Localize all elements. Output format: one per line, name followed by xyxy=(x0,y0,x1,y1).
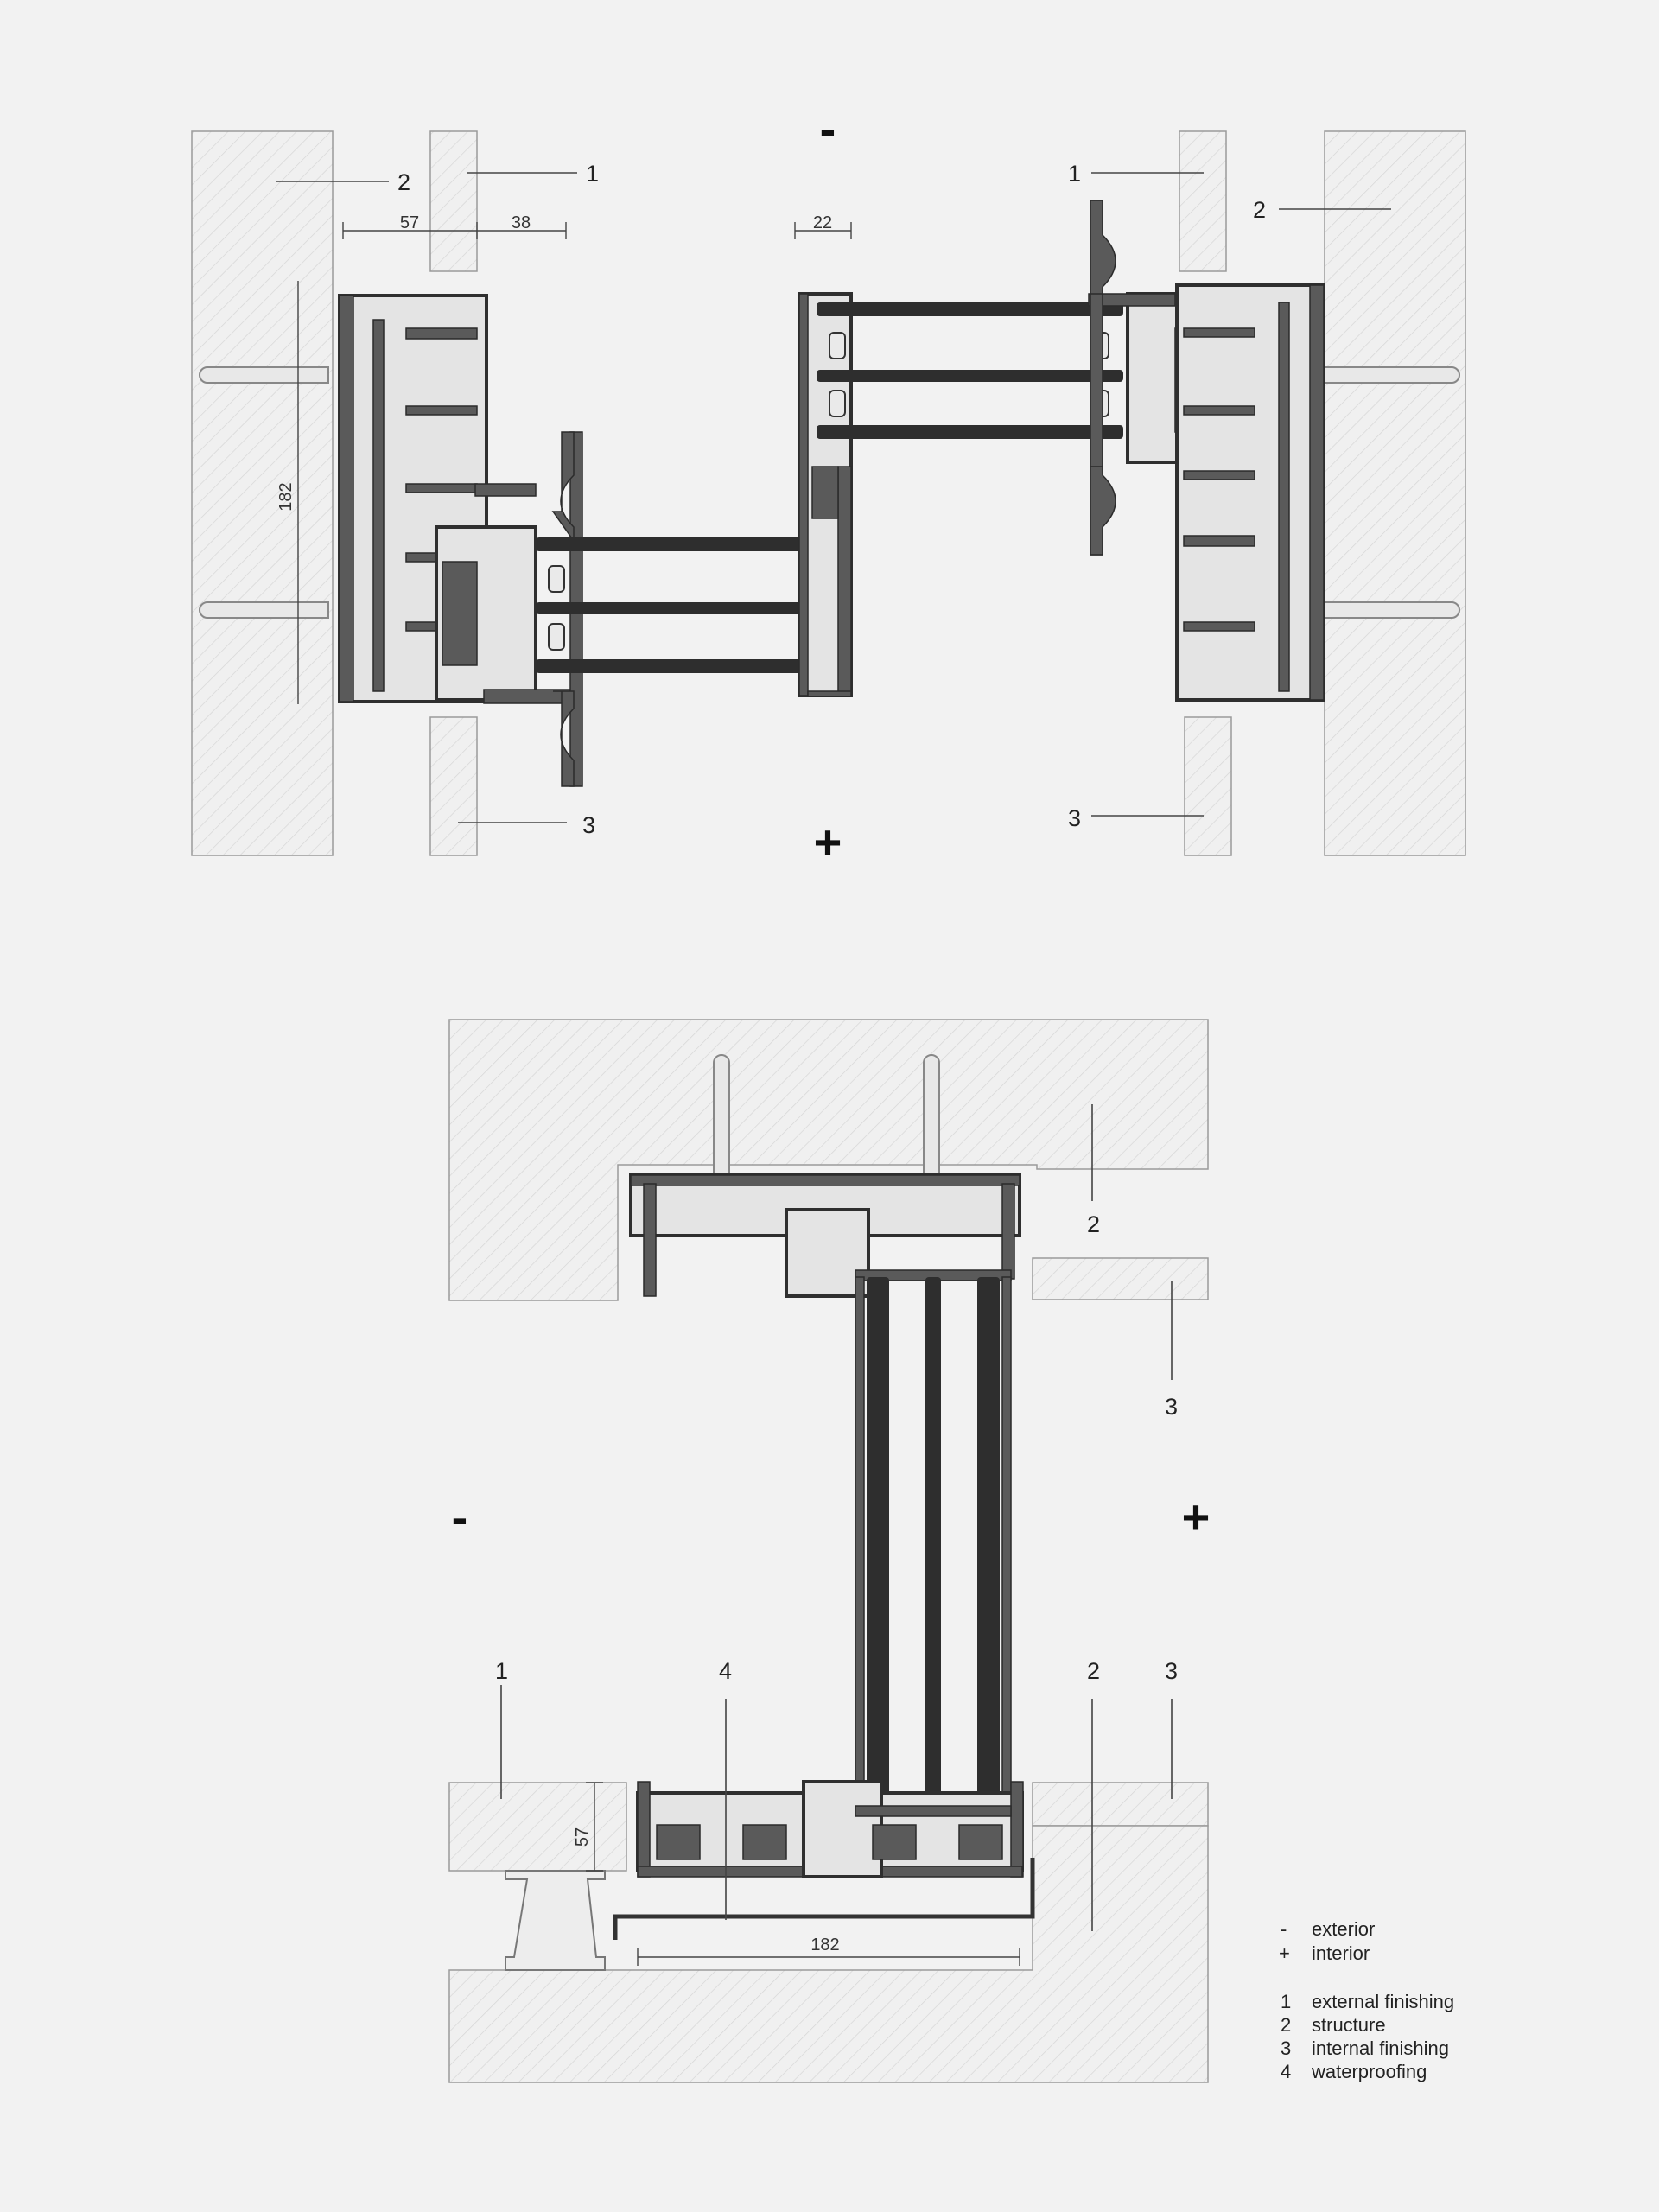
right-frame-profile xyxy=(1175,283,1325,702)
sill-frame-profile xyxy=(636,1780,1024,1878)
top-exterior-sign: - xyxy=(820,101,836,156)
bottom-label-3-sill: 3 xyxy=(1165,1658,1178,1684)
sill-external-finishing xyxy=(448,1782,627,1872)
left-structure-wall xyxy=(191,130,334,856)
top-label-3-left: 3 xyxy=(582,812,595,838)
legend-text-exterior: exterior xyxy=(1312,1918,1375,1940)
legend-text-3: internal finishing xyxy=(1312,2037,1449,2059)
vertical-triple-glazing xyxy=(855,1276,1012,1814)
right-interior-trim-lower xyxy=(1090,466,1116,556)
left-internal-finishing xyxy=(429,716,478,856)
head-frame-profile xyxy=(629,1173,1021,1298)
legend-key-3: 3 xyxy=(1281,2037,1291,2059)
dim-22-top: 22 xyxy=(813,213,832,232)
sill-support-bracket xyxy=(505,1870,606,1971)
right-external-finishing xyxy=(1179,130,1227,272)
dim-57-top: 57 xyxy=(400,213,419,232)
sill-internal-finishing xyxy=(1032,1782,1209,1827)
left-external-finishing xyxy=(429,130,478,272)
left-interior-trim xyxy=(551,431,575,543)
head-anchor-bolts xyxy=(713,1054,940,1176)
dim-38-top: 38 xyxy=(512,213,531,232)
legend-key-interior: + xyxy=(1279,1942,1290,1964)
right-internal-finishing xyxy=(1184,716,1232,856)
bottom-interior-sign: + xyxy=(1182,1490,1211,1544)
top-label-1-right: 1 xyxy=(1068,161,1081,187)
bottom-label-1-sill: 1 xyxy=(495,1658,508,1684)
top-horizontal-section: 57 38 22 182 1 2 3 1 2 3 - + xyxy=(191,101,1466,869)
legend-key-exterior: - xyxy=(1281,1918,1287,1940)
top-label-2-right: 2 xyxy=(1253,197,1266,223)
sill-structure-wall xyxy=(448,1825,1209,2083)
dim-182-top: 182 xyxy=(276,482,296,511)
top-label-3-right: 3 xyxy=(1068,805,1081,831)
bottom-label-2-sill: 2 xyxy=(1087,1658,1100,1684)
head-structure-wall xyxy=(448,1019,1209,1301)
waterproofing-membrane xyxy=(613,1858,1035,1940)
left-sash-profile xyxy=(435,431,583,787)
bottom-dimension-lines xyxy=(586,1782,1020,1966)
bottom-label-2-head: 2 xyxy=(1087,1211,1100,1237)
bottom-label-4-sill: 4 xyxy=(719,1658,732,1684)
top-label-1-left: 1 xyxy=(586,161,599,187)
legend-key-4: 4 xyxy=(1281,2061,1291,2082)
left-triple-glazing xyxy=(536,537,830,673)
top-label-2-left: 2 xyxy=(397,169,410,195)
bottom-vertical-section: 57 182 2 3 1 4 2 3 - + xyxy=(448,1019,1211,2083)
top-leader-lines xyxy=(276,172,1391,823)
bottom-exterior-sign: - xyxy=(452,1490,468,1544)
right-interior-trim xyxy=(1090,200,1116,295)
bottom-leader-lines xyxy=(500,1104,1173,1931)
dim-57-bottom: 57 xyxy=(573,1827,592,1847)
anchor-bolts xyxy=(199,366,1460,619)
bottom-label-3-head: 3 xyxy=(1165,1394,1178,1420)
head-internal-finishing xyxy=(1032,1257,1209,1300)
dim-182-bottom: 182 xyxy=(810,1936,839,1955)
right-structure-wall xyxy=(1324,130,1466,856)
legend-text-interior: interior xyxy=(1312,1942,1370,1964)
legend-text-1: external finishing xyxy=(1312,1991,1454,2012)
top-interior-sign: + xyxy=(814,815,842,869)
legend: - exterior + interior 1 external finishi… xyxy=(1279,1918,1454,2082)
legend-text-4: waterproofing xyxy=(1311,2061,1427,2082)
left-interior-trim-lower xyxy=(553,690,575,787)
right-triple-glazing xyxy=(817,302,1123,439)
legend-key-1: 1 xyxy=(1281,1991,1291,2012)
central-interlock-profile xyxy=(798,292,853,697)
legend-text-2: structure xyxy=(1312,2014,1386,2036)
top-dimension-lines xyxy=(297,222,852,704)
legend-key-2: 2 xyxy=(1281,2014,1291,2036)
